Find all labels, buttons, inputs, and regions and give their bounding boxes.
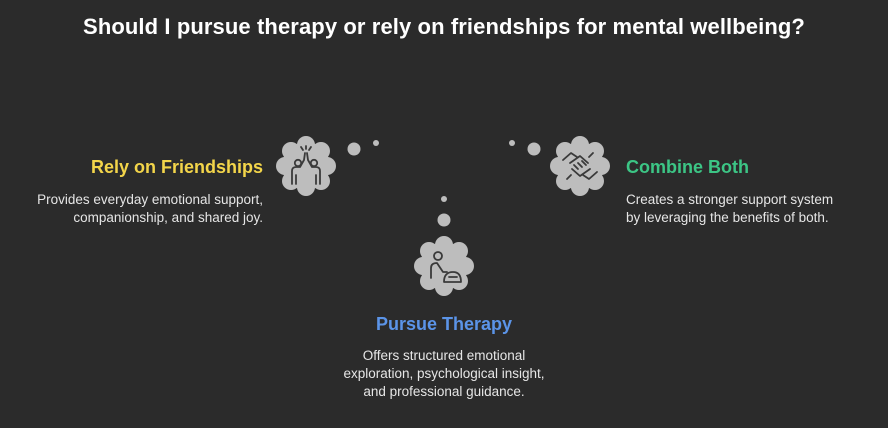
therapy-heading: Pursue Therapy [375, 314, 513, 334]
friendships-heading: Rely on Friendships [90, 157, 263, 177]
thought-dot [437, 213, 451, 227]
high-five-icon [291, 145, 321, 185]
therapy-cloud [414, 236, 474, 296]
handshake-icon [562, 152, 598, 180]
friendships-cloud [276, 136, 336, 196]
thought-dot [373, 140, 379, 146]
combine-cloud [550, 136, 610, 196]
combine-description: Creates a stronger support system by lev… [626, 192, 834, 225]
thought-dot [441, 196, 447, 202]
therapy-description: Offers structured emotional exploration,… [343, 348, 545, 399]
combine-heading: Combine Both [626, 157, 749, 177]
thought-dot [527, 142, 541, 156]
friendships-description: Provides everyday emotional support, com… [37, 192, 263, 225]
thought-dot [347, 142, 361, 156]
thought-dot [509, 140, 515, 146]
therapist-icon [430, 251, 462, 283]
page-title: Should I pursue therapy or rely on frien… [83, 14, 805, 39]
